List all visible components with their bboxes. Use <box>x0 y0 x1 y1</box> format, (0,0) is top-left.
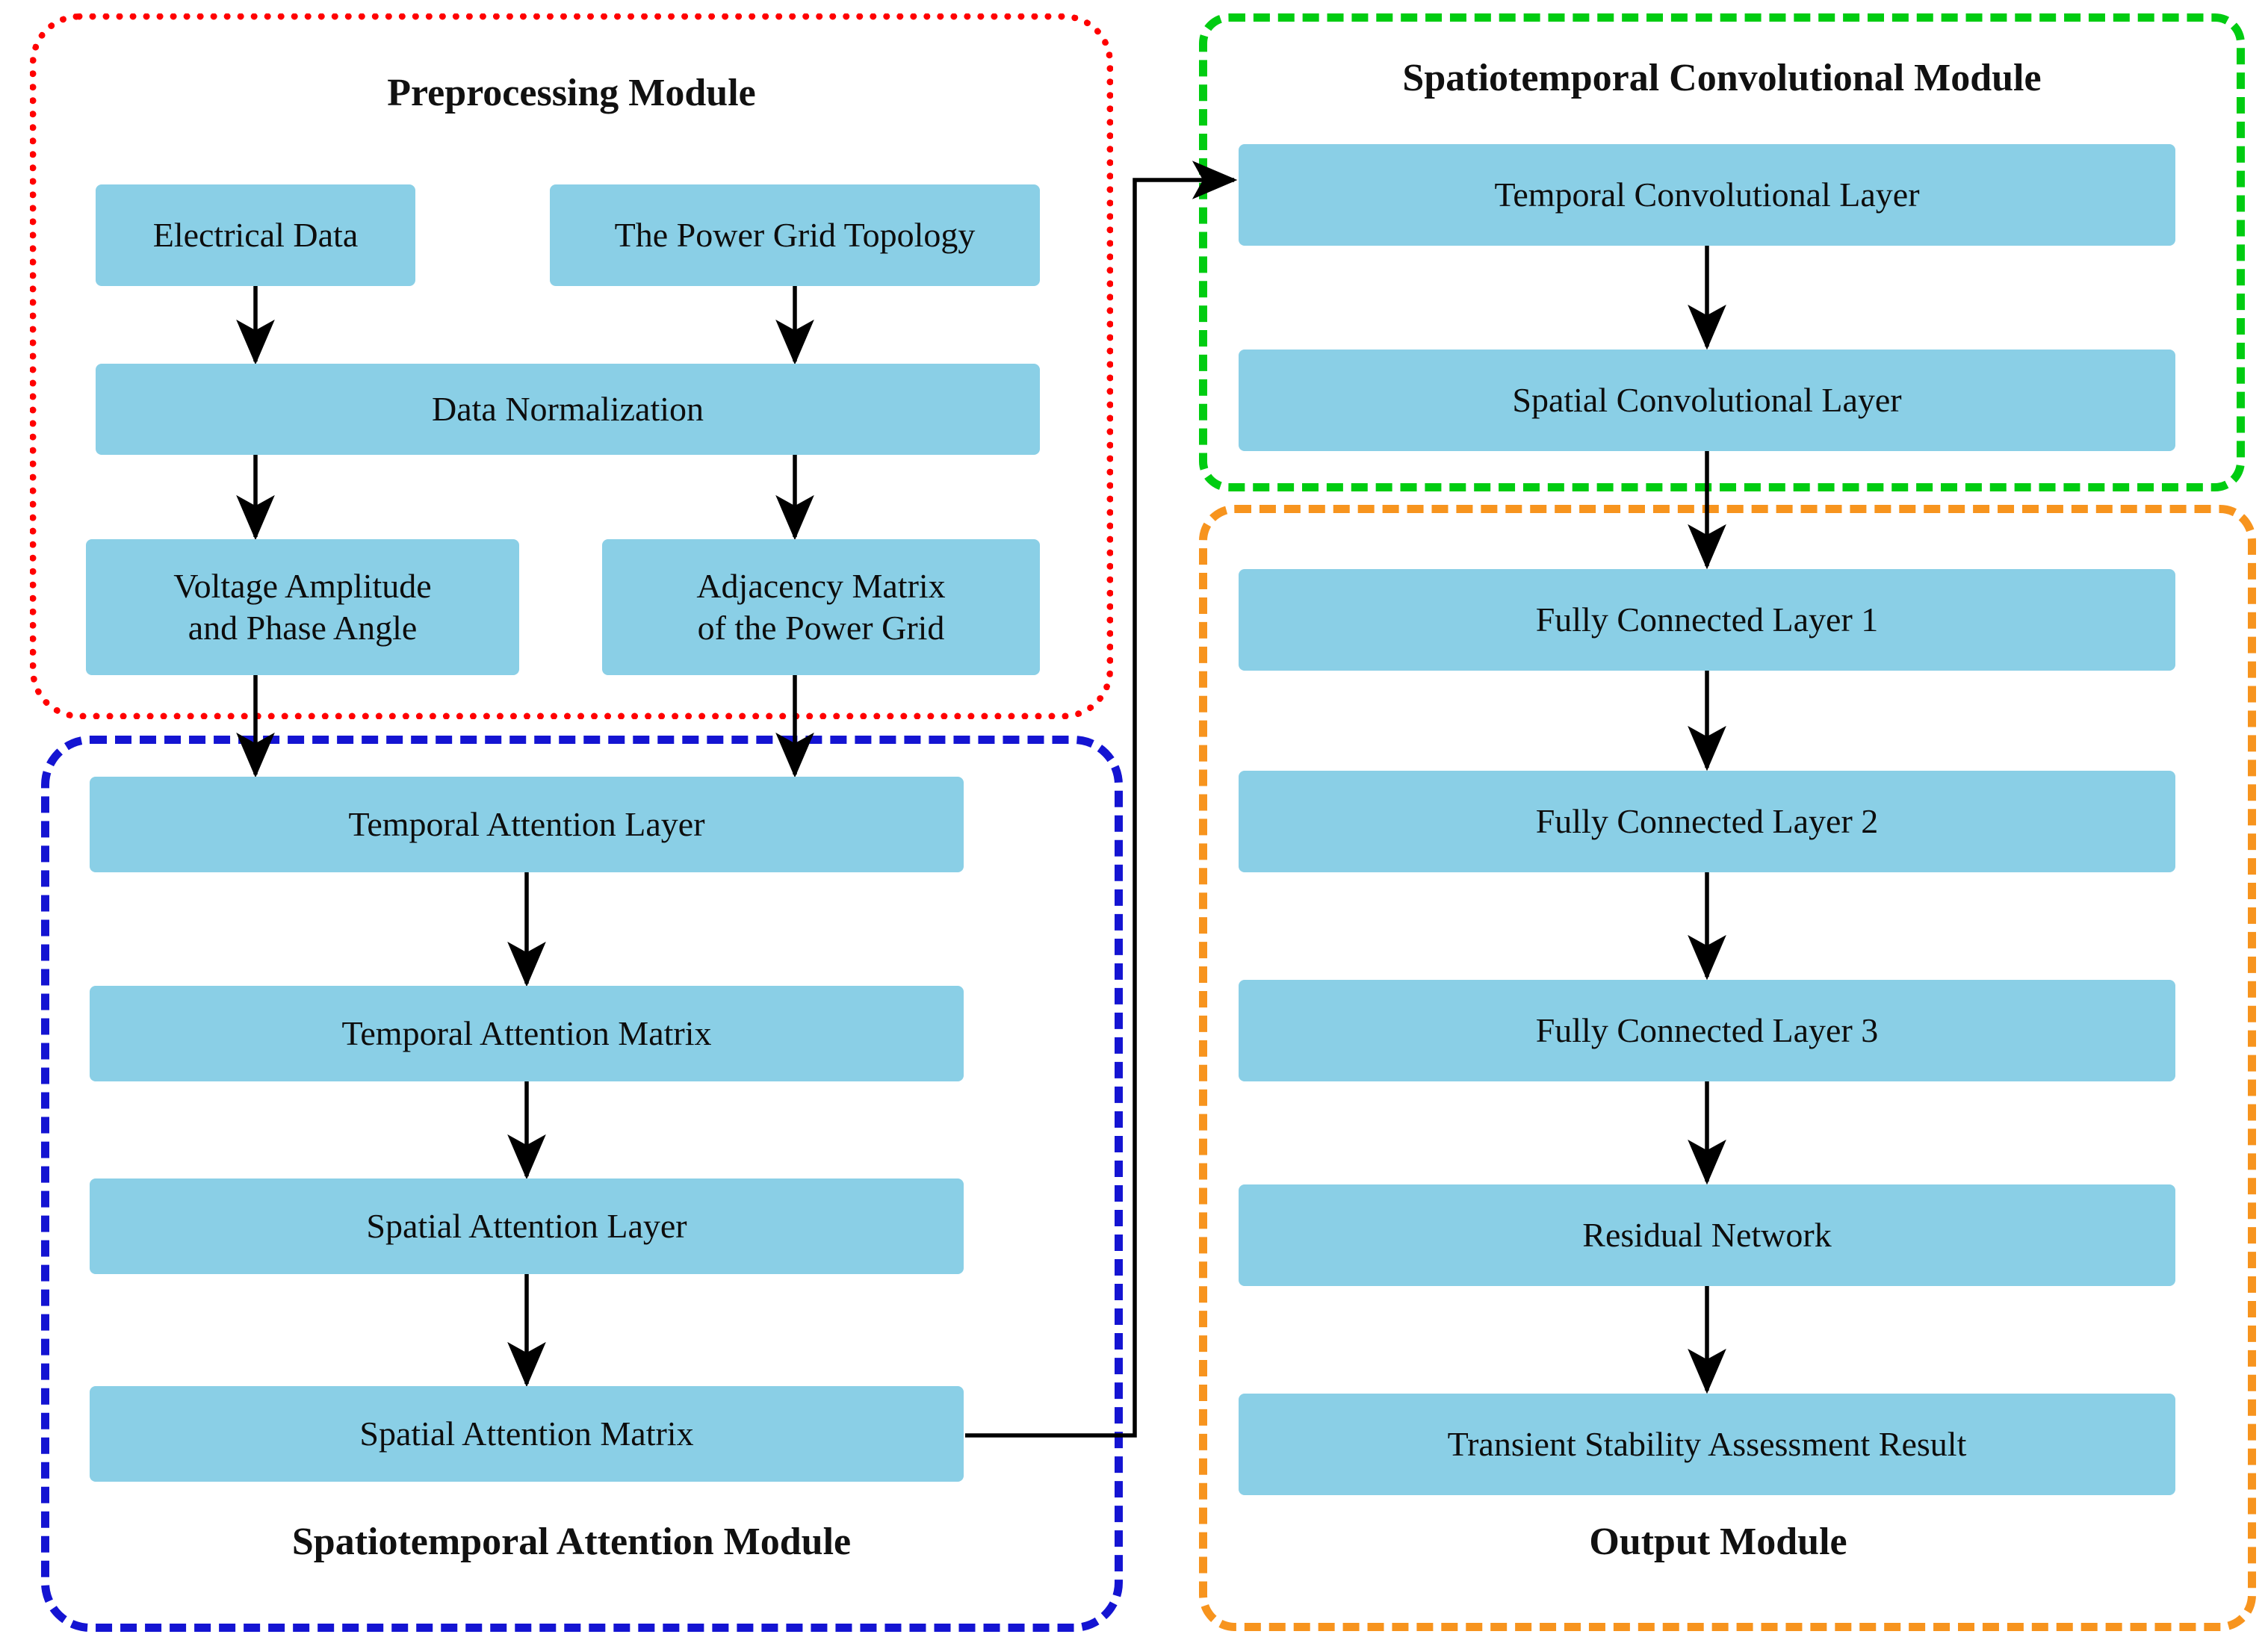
node-spatial-attention-matrix[interactable]: Spatial Attention Matrix <box>90 1386 964 1482</box>
node-temporal-attention-layer[interactable]: Temporal Attention Layer <box>90 777 964 872</box>
node-transient-stability-assessment-result[interactable]: Transient Stability Assessment Result <box>1239 1394 2175 1495</box>
node-fully-connected-layer-2[interactable]: Fully Connected Layer 2 <box>1239 771 2175 872</box>
node-spatial-convolutional-layer[interactable]: Spatial Convolutional Layer <box>1239 350 2175 451</box>
node-voltage-line-2: and Phase Angle <box>188 609 418 647</box>
node-temporal-attention-matrix[interactable]: Temporal Attention Matrix <box>90 986 964 1081</box>
node-residual-network[interactable]: Residual Network <box>1239 1184 2175 1286</box>
node-temporal-convolutional-layer[interactable]: Temporal Convolutional Layer <box>1239 144 2175 246</box>
node-voltage-line-1: Voltage Amplitude <box>173 566 432 605</box>
module-title-output: Output Module <box>1589 1521 1847 1563</box>
module-title-spatiotemporal-attention: Spatiotemporal Attention Module <box>291 1521 852 1563</box>
node-fully-connected-layer-3[interactable]: Fully Connected Layer 3 <box>1239 980 2175 1081</box>
node-adjacency-line-1: Adjacency Matrix <box>696 566 946 605</box>
node-power-grid-topology[interactable]: The Power Grid Topology <box>550 184 1040 286</box>
node-spatial-attention-layer[interactable]: Spatial Attention Layer <box>90 1178 964 1274</box>
module-title-spatiotemporal-convolutional: Spatiotemporal Convolutional Module <box>1402 57 2042 99</box>
node-adjacency-line-2: of the Power Grid <box>697 609 945 647</box>
node-adjacency-matrix-of-the-power-grid[interactable]: Adjacency Matrix of the Power Grid <box>602 539 1040 675</box>
node-electrical-data[interactable]: Electrical Data <box>96 184 415 286</box>
node-data-normalization[interactable]: Data Normalization <box>96 364 1040 455</box>
node-voltage-amplitude-and-phase-angle[interactable]: Voltage Amplitude and Phase Angle <box>86 539 519 675</box>
module-title-preprocessing: Preprocessing Module <box>387 72 756 114</box>
node-fully-connected-layer-1[interactable]: Fully Connected Layer 1 <box>1239 569 2175 671</box>
